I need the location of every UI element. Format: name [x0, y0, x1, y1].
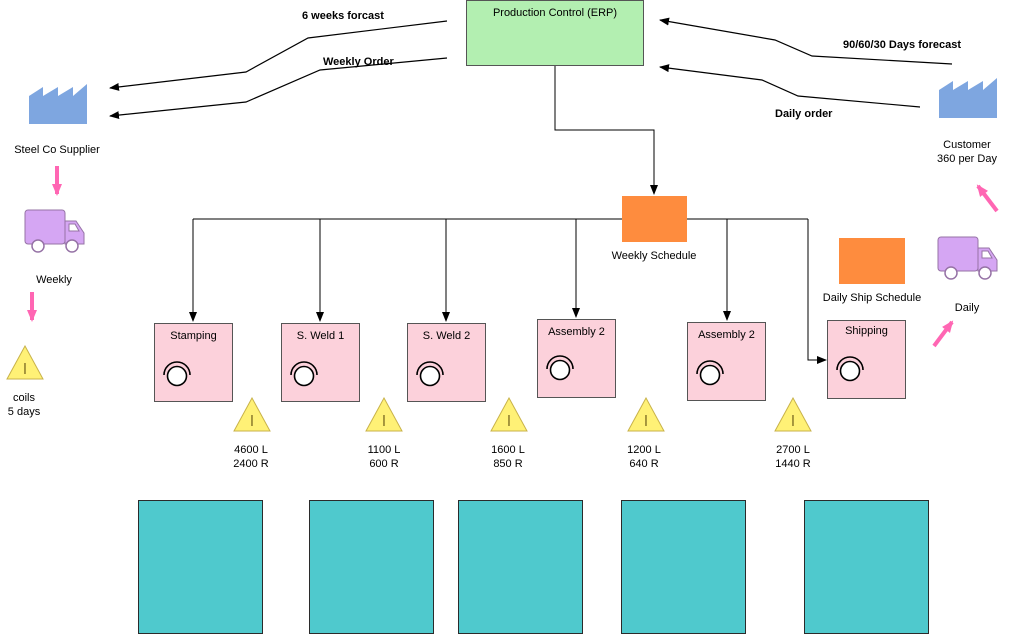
- inventory-icon: I: [365, 397, 403, 432]
- supplier-inventory-line1: coils: [12, 392, 35, 404]
- supplier-factory-icon: [29, 84, 87, 124]
- svg-text:I: I: [644, 413, 648, 430]
- inventory-3-l: 1600 L: [491, 444, 525, 456]
- supplier-truck-label: Weekly: [36, 274, 72, 286]
- process-stamping[interactable]: Stamping: [154, 323, 233, 402]
- push-arrow-truck-customer: [976, 184, 999, 213]
- supplier-truck-icon: [24, 209, 85, 253]
- customer-factory-icon: [939, 78, 997, 118]
- supplier-label: Steel Co Supplier: [14, 144, 100, 156]
- process-s-weld-2[interactable]: S. Weld 2: [407, 323, 486, 402]
- data-box-1[interactable]: [138, 500, 263, 634]
- svg-text:I: I: [23, 361, 27, 378]
- inventory-1-r: 2400 R: [233, 458, 269, 470]
- order-from-customer-flow: [659, 64, 921, 108]
- daily-ship-schedule-label: Daily Ship Schedule: [822, 292, 922, 304]
- forecast-to-supplier-flow: [109, 20, 448, 91]
- svg-text:I: I: [250, 413, 254, 430]
- schedule-drop-shipping: [807, 219, 827, 364]
- operator-icon: [696, 360, 724, 386]
- operator-icon: [416, 361, 444, 387]
- order-to-supplier-label: Weekly Order: [323, 56, 394, 68]
- process-shipping[interactable]: Shipping: [827, 320, 906, 399]
- operator-icon: [836, 356, 864, 382]
- process-s-weld-1[interactable]: S. Weld 1: [281, 323, 360, 402]
- process-title: S. Weld 2: [422, 330, 471, 342]
- operator-icon: [290, 361, 318, 387]
- supplier-inventory-line2: 5 days: [7, 406, 41, 418]
- inventory-icon: I: [774, 397, 812, 432]
- process-title: S. Weld 1: [296, 330, 345, 342]
- customer-truck-icon: [937, 236, 998, 280]
- customer-label: Customer: [943, 139, 991, 151]
- data-box-2[interactable]: [309, 500, 434, 634]
- inventory-4-l: 1200 L: [627, 444, 661, 456]
- svg-text:I: I: [507, 413, 511, 430]
- data-box-3[interactable]: [458, 500, 583, 634]
- process-title: Assembly 2: [698, 329, 755, 341]
- erp-label: Production Control (ERP): [492, 7, 618, 19]
- inventory-2-l: 1100 L: [367, 444, 401, 456]
- inventory-icon: I: [490, 397, 528, 432]
- erp-to-schedule-line: [554, 66, 658, 195]
- inventory-5-l: 2700 L: [776, 444, 810, 456]
- process-assembly-a[interactable]: Assembly 2: [537, 319, 616, 398]
- forecast-from-customer-label: 90/60/30 Days forecast: [843, 39, 962, 51]
- daily-ship-schedule-box[interactable]: [839, 238, 905, 284]
- order-to-supplier-flow: [109, 57, 448, 120]
- customer-truck-label: Daily: [954, 302, 980, 314]
- process-title: Shipping: [845, 325, 888, 337]
- supplier-inventory-icon: I: [6, 345, 44, 380]
- weekly-schedule-box[interactable]: [622, 196, 687, 242]
- order-from-customer-label: Daily order: [775, 108, 833, 120]
- process-assembly-b[interactable]: Assembly 2: [687, 322, 766, 401]
- svg-text:I: I: [791, 413, 795, 430]
- forecast-to-supplier-label: 6 weeks forcast: [302, 10, 384, 22]
- weekly-schedule-label: Weekly Schedule: [611, 250, 697, 262]
- svg-text:I: I: [382, 413, 386, 430]
- inventory-icon: I: [233, 397, 271, 432]
- process-title: Assembly 2: [548, 326, 605, 338]
- data-box-5[interactable]: [804, 500, 929, 634]
- data-box-4[interactable]: [621, 500, 746, 634]
- operator-icon: [163, 361, 191, 387]
- inventory-3-r: 850 R: [493, 458, 523, 470]
- inventory-1-l: 4600 L: [234, 444, 268, 456]
- inventory-5-r: 1440 R: [775, 458, 811, 470]
- forecast-from-customer-flow: [659, 17, 953, 65]
- customer-demand: 360 per Day: [937, 153, 997, 165]
- push-arrow-shipping-truck: [932, 320, 954, 348]
- inventory-icon: I: [627, 397, 665, 432]
- process-title: Stamping: [170, 330, 217, 342]
- erp-box[interactable]: Production Control (ERP): [466, 0, 644, 66]
- operator-icon: [546, 355, 574, 381]
- inventory-4-r: 640 R: [629, 458, 659, 470]
- inventory-2-r: 600 R: [369, 458, 399, 470]
